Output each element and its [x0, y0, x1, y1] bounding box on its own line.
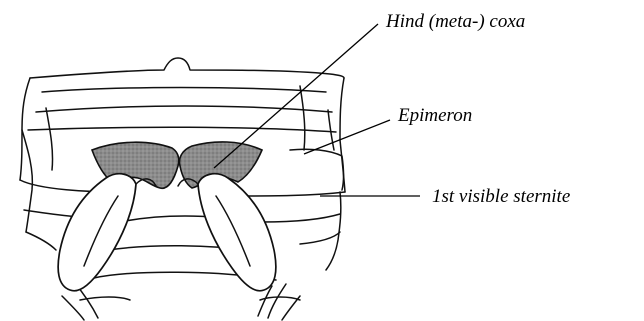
epimeron-label: Epimeron [397, 105, 472, 126]
sternite-label: 1st visible sternite [432, 186, 570, 207]
hind-coxa-label: Hind (meta-) coxa [385, 11, 525, 32]
hind-coxa-leader [214, 24, 378, 168]
hind-legs [58, 174, 276, 291]
epimeron-leader [304, 120, 390, 154]
